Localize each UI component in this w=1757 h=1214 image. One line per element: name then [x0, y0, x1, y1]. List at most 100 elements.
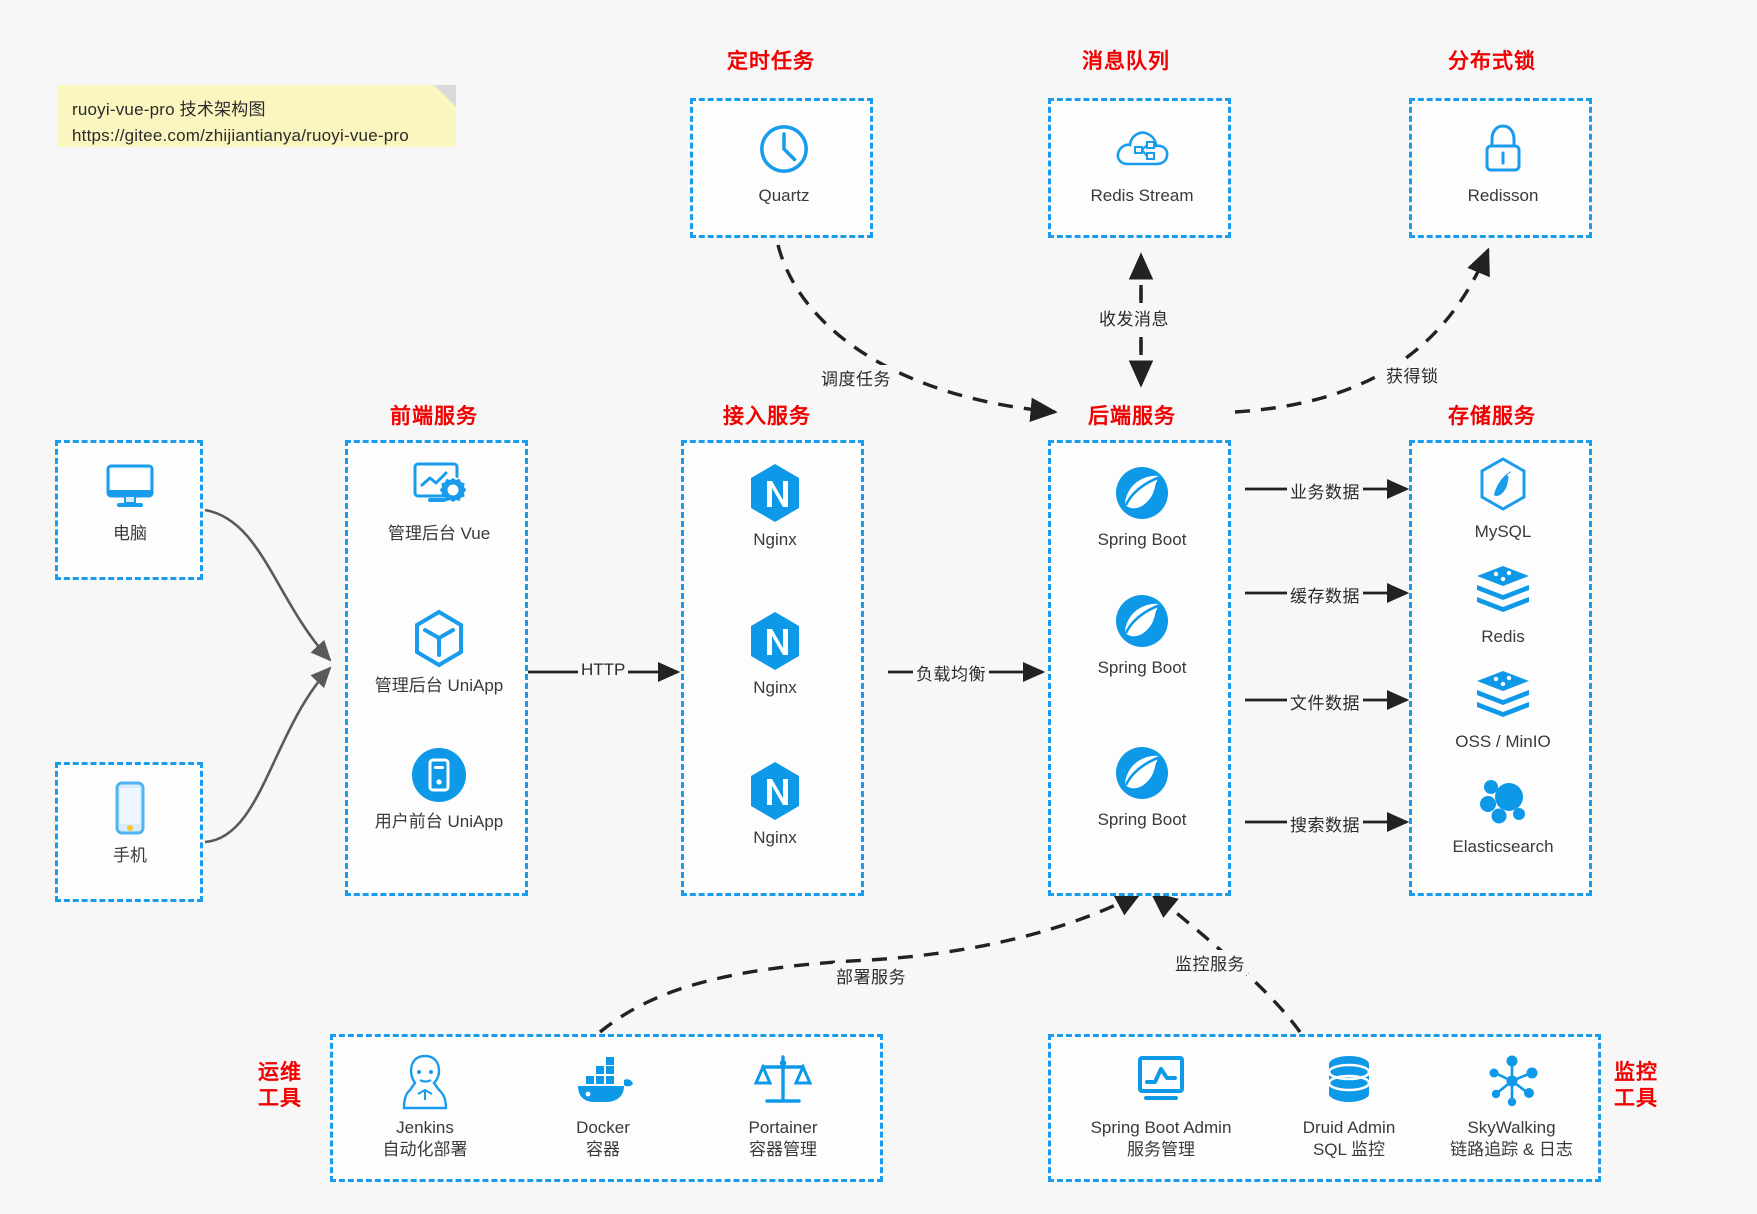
- edge-label-schedule: 调度任务: [818, 365, 894, 390]
- node-sublabel: SQL 监控: [1312, 1140, 1386, 1160]
- node-label: OSS / MinIO: [1455, 732, 1551, 751]
- node-mobile[interactable]: 手机: [60, 779, 200, 867]
- nginx-icon: [705, 761, 845, 821]
- devops-title-line-2: 工具: [258, 1087, 302, 1111]
- spring-icon: [1072, 591, 1212, 651]
- node-mysql[interactable]: MySQL: [1433, 455, 1573, 543]
- node-skywalking[interactable]: SkyWalking 链路追踪 & 日志: [1429, 1051, 1594, 1162]
- group-storage: MySQL Redis OSS: [1409, 440, 1592, 896]
- edge-get-lock: [1234, 247, 1490, 414]
- database-icon: [1269, 1051, 1429, 1111]
- edge-label-load-balance: 负载均衡: [913, 660, 989, 685]
- edge-label-mq: 收发消息: [1096, 305, 1172, 330]
- node-label: 手机: [113, 846, 147, 865]
- node-label: Redisson: [1467, 186, 1539, 205]
- edge-desktop-to-frontend: [204, 508, 332, 662]
- group-mq: Redis Stream: [1048, 98, 1231, 238]
- node-label: Jenkins: [396, 1118, 454, 1137]
- node-spring-boot-2[interactable]: Spring Boot: [1072, 591, 1212, 679]
- node-label: Redis: [1481, 627, 1525, 646]
- group-title-lock: 分布式锁: [1448, 50, 1536, 73]
- spring-icon: [1072, 463, 1212, 523]
- group-title-gateway: 接入服务: [723, 405, 811, 428]
- node-label: 管理后台 UniApp: [374, 676, 504, 695]
- node-label: MySQL: [1474, 522, 1532, 541]
- node-label: Quartz: [758, 186, 810, 205]
- node-label: Spring Boot: [1097, 530, 1187, 549]
- node-spring-boot-admin[interactable]: Spring Boot Admin 服务管理: [1061, 1051, 1261, 1162]
- node-admin-uniapp[interactable]: 管理后台 UniApp: [369, 609, 509, 697]
- node-label: Nginx: [753, 530, 797, 549]
- node-redis[interactable]: Redis: [1433, 560, 1573, 648]
- node-druid-admin[interactable]: Druid Admin SQL 监控: [1269, 1051, 1429, 1162]
- node-label: Nginx: [753, 678, 797, 697]
- desktop-icon: [60, 457, 200, 517]
- node-oss-minio[interactable]: OSS / MinIO: [1433, 665, 1573, 753]
- lock-icon: [1433, 119, 1573, 179]
- monitor-title-line-2: 工具: [1614, 1087, 1658, 1111]
- group-title-mq: 消息队列: [1082, 50, 1170, 73]
- group-frontend: 管理后台 Vue 管理后台 UniApp 用户前台 UniApp: [345, 440, 528, 896]
- node-portainer[interactable]: Portainer 容器管理: [703, 1051, 863, 1162]
- edge-label-search-data: 搜索数据: [1287, 811, 1363, 836]
- node-user-uniapp[interactable]: 用户前台 UniApp: [369, 745, 509, 833]
- group-lock: Redisson: [1409, 98, 1592, 238]
- node-quartz[interactable]: Quartz: [714, 119, 854, 207]
- node-nginx-3[interactable]: Nginx: [705, 761, 845, 849]
- node-sublabel: 容器管理: [749, 1140, 817, 1160]
- node-redisson[interactable]: Redisson: [1433, 119, 1573, 207]
- mysql-icon: [1433, 455, 1573, 515]
- group-monitor: Spring Boot Admin 服务管理 Druid Admin SQL 监…: [1048, 1034, 1601, 1182]
- edge-label-get-lock: 获得锁: [1383, 362, 1442, 387]
- node-spring-boot-1[interactable]: Spring Boot: [1072, 463, 1212, 551]
- node-desktop[interactable]: 电脑: [60, 457, 200, 545]
- node-sublabel: 自动化部署: [382, 1140, 468, 1160]
- group-gateway: Nginx Nginx Nginx: [681, 440, 864, 896]
- node-nginx-2[interactable]: Nginx: [705, 611, 845, 699]
- node-label: Elasticsearch: [1452, 837, 1554, 856]
- node-label: Nginx: [753, 828, 797, 847]
- monitor-title-line-1: 监控: [1614, 1061, 1658, 1084]
- group-client-mobile: 手机: [55, 762, 203, 902]
- node-label: SkyWalking: [1467, 1118, 1556, 1137]
- group-devops: Jenkins 自动化部署 Docker 容器: [330, 1034, 883, 1182]
- node-label: Druid Admin: [1302, 1118, 1396, 1137]
- edge-mobile-to-frontend: [204, 666, 332, 844]
- group-backend: Spring Boot Spring Boot Spring Boot: [1048, 440, 1231, 896]
- app-icon: [369, 745, 509, 805]
- group-title-devops: 运维 工具: [258, 1060, 302, 1113]
- node-label: 用户前台 UniApp: [374, 812, 504, 831]
- nginx-icon: [705, 463, 845, 523]
- node-label: Portainer: [748, 1118, 818, 1137]
- node-label: Spring Boot: [1097, 658, 1187, 677]
- docker-icon: [523, 1051, 683, 1111]
- node-jenkins[interactable]: Jenkins 自动化部署: [345, 1051, 505, 1162]
- spring-icon: [1072, 743, 1212, 803]
- monitor-chart-icon: [1061, 1051, 1261, 1111]
- scales-icon: [703, 1051, 863, 1111]
- note-line-2: https://gitee.com/zhijiantianya/ruoyi-vu…: [72, 126, 409, 146]
- group-title-storage: 存储服务: [1448, 405, 1536, 428]
- group-title-backend: 后端服务: [1088, 405, 1176, 428]
- group-title-monitor: 监控 工具: [1614, 1060, 1658, 1113]
- skywalking-icon: [1429, 1051, 1594, 1111]
- node-label: 电脑: [113, 524, 147, 543]
- group-client-desktop: 电脑: [55, 440, 203, 580]
- nginx-icon: [705, 611, 845, 671]
- node-admin-vue[interactable]: 管理后台 Vue: [369, 457, 509, 545]
- edge-label-monitor: 监控服务: [1172, 950, 1248, 975]
- node-redis-stream[interactable]: Redis Stream: [1072, 119, 1212, 207]
- clock-icon: [714, 119, 854, 179]
- cloud-stream-icon: [1072, 119, 1212, 179]
- node-docker[interactable]: Docker 容器: [523, 1051, 683, 1162]
- edge-label-http: HTTP: [578, 660, 629, 680]
- node-nginx-1[interactable]: Nginx: [705, 463, 845, 551]
- node-spring-boot-3[interactable]: Spring Boot: [1072, 743, 1212, 831]
- jenkins-icon: [345, 1051, 505, 1111]
- cube-icon: [369, 609, 509, 669]
- edge-label-deploy: 部署服务: [833, 963, 909, 988]
- node-elasticsearch[interactable]: Elasticsearch: [1433, 770, 1573, 858]
- group-title-scheduler: 定时任务: [727, 50, 815, 73]
- dashboard-icon: [369, 457, 509, 517]
